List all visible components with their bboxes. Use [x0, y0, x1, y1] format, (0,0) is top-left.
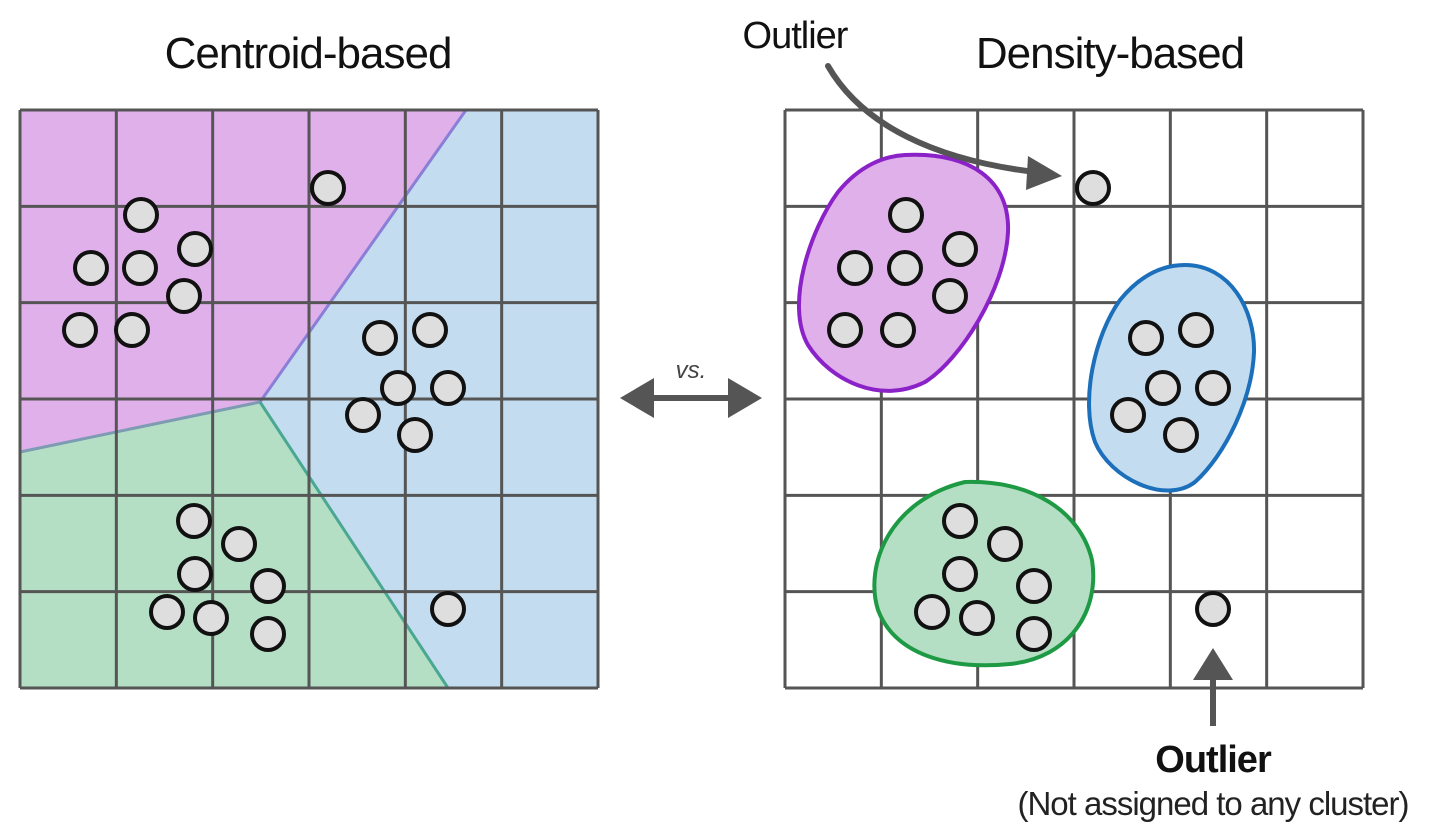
data-point	[1128, 320, 1164, 356]
data-point	[1016, 568, 1052, 604]
data-point	[430, 591, 466, 627]
data-point	[1178, 312, 1214, 348]
bottom-outlier-arrow-head	[1193, 648, 1233, 680]
data-point	[412, 312, 448, 348]
data-point	[1016, 616, 1052, 652]
top-outlier-arrow-head	[1026, 156, 1062, 190]
data-point	[1195, 591, 1231, 627]
data-point	[62, 312, 98, 348]
data-point	[177, 231, 213, 267]
data-point	[397, 417, 433, 453]
data-point	[1195, 370, 1231, 406]
data-point	[380, 370, 416, 406]
data-point	[73, 250, 109, 286]
top-outlier-annotation: Outlier	[743, 15, 1062, 190]
data-point	[887, 250, 923, 286]
data-point	[177, 556, 213, 592]
top-outlier-label: Outlier	[743, 15, 849, 57]
top-outlier-arrow-shaft	[825, 63, 1038, 175]
data-point	[176, 503, 212, 539]
data-point	[932, 278, 968, 314]
comparison-label: vs.	[676, 357, 707, 384]
data-point	[827, 312, 863, 348]
data-point	[193, 600, 229, 636]
bottom-outlier-note: (Not assigned to any cluster)	[1017, 785, 1408, 822]
density-panel-title: Density-based	[976, 29, 1244, 78]
bottom-outlier-label: Outlier	[1155, 739, 1272, 781]
data-point	[1163, 417, 1199, 453]
data-point	[837, 250, 873, 286]
data-point	[114, 312, 150, 348]
centroid-panel	[18, 108, 600, 690]
boundary-green-blue	[258, 401, 450, 689]
data-point	[166, 278, 202, 314]
bottom-outlier-annotation: Outlier (Not assigned to any cluster)	[1017, 648, 1410, 822]
comparison-arrow-left-head	[620, 378, 654, 418]
comparison-arrow: vs.	[620, 357, 762, 418]
data-point	[987, 526, 1023, 562]
data-point	[362, 320, 398, 356]
boundary-purple-green	[19, 400, 261, 454]
data-point	[250, 616, 286, 652]
density-points	[827, 170, 1231, 652]
density-cluster-green	[872, 479, 1096, 668]
data-point	[122, 250, 158, 286]
data-point	[1075, 170, 1111, 206]
data-point	[914, 594, 950, 630]
centroid-region-purple	[20, 110, 466, 452]
data-point	[1145, 370, 1181, 406]
data-point	[942, 556, 978, 592]
data-point	[880, 312, 916, 348]
density-panel	[783, 108, 1365, 690]
boundary-purple-blue	[258, 109, 468, 403]
data-point	[345, 397, 381, 433]
centroid-boundaries	[19, 109, 468, 689]
data-point	[430, 370, 466, 406]
data-point	[942, 503, 978, 539]
data-point	[310, 170, 346, 206]
centroid-points	[62, 170, 466, 652]
data-point	[959, 600, 995, 636]
data-point	[942, 231, 978, 267]
data-point	[149, 594, 185, 630]
data-point	[1110, 397, 1146, 433]
comparison-arrow-right-head	[728, 378, 762, 418]
centroid-panel-title: Centroid-based	[165, 29, 452, 78]
data-point	[250, 568, 286, 604]
data-point	[221, 526, 257, 562]
data-point	[888, 197, 924, 233]
data-point	[123, 197, 159, 233]
